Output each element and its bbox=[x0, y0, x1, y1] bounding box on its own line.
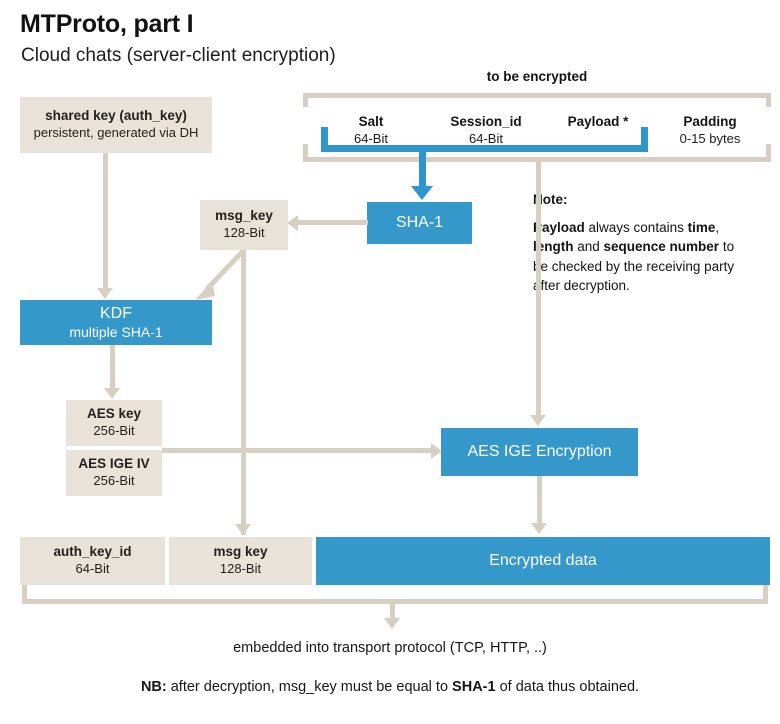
field-session-id: Session_id 64-Bit bbox=[430, 113, 542, 147]
note-text-3: and bbox=[573, 239, 604, 255]
note-payload-term: Payload bbox=[533, 219, 585, 235]
output-bracket-bottom bbox=[22, 599, 768, 604]
note-time-term: time bbox=[687, 219, 716, 235]
note-text-1: always contains bbox=[584, 219, 688, 235]
sha1-label: SHA-1 bbox=[395, 214, 444, 231]
note-length-term: length bbox=[533, 239, 574, 255]
msg-key-name: msg_key bbox=[215, 208, 273, 224]
connector-sharedkey-kdf-line bbox=[103, 153, 108, 289]
kdf-name: KDF bbox=[100, 304, 132, 322]
note-heading: Note: bbox=[533, 192, 568, 207]
page-title: MTProto, part I bbox=[20, 10, 194, 38]
bracket-left-tick-bottom bbox=[303, 144, 308, 162]
connector-msgkey-kdf-diagonal bbox=[195, 249, 245, 300]
aes-key-name: AES key bbox=[86, 406, 142, 422]
connector-aesige-encrypted-arrow bbox=[531, 523, 547, 534]
bracket-right-tick-bottom bbox=[766, 144, 771, 162]
encrypted-data-label: Encrypted data bbox=[489, 552, 597, 569]
aes-ige-encryption-box: AES IGE Encryption bbox=[441, 428, 638, 476]
connector-aeskeys-aesige-arrow bbox=[431, 443, 442, 459]
kdf-detail: multiple SHA-1 bbox=[69, 323, 163, 340]
connector-msgkey-down-line bbox=[241, 250, 246, 535]
blue-arrow-to-sha1 bbox=[411, 186, 433, 200]
msg-key-output-name: msg key bbox=[213, 544, 268, 560]
field-session-id-size: 64-Bit bbox=[469, 130, 503, 146]
note-block: Note: Payload always contains time, leng… bbox=[533, 190, 748, 296]
field-session-id-name: Session_id bbox=[450, 114, 522, 129]
field-salt-name: Salt bbox=[358, 114, 384, 129]
field-padding-name: Padding bbox=[683, 114, 737, 129]
to-be-encrypted-label: to be encrypted bbox=[486, 69, 588, 84]
bracket-top-edge bbox=[303, 93, 771, 98]
auth-key-id-name: auth_key_id bbox=[53, 544, 132, 560]
page-subtitle: Cloud chats (server-client encryption) bbox=[21, 45, 336, 66]
connector-aeskeys-aesige-line bbox=[162, 448, 434, 453]
note-seqnum-term: sequence number bbox=[603, 239, 720, 255]
blue-bracket-right-tick bbox=[641, 127, 648, 152]
connector-msgkey-down-arrow bbox=[235, 524, 251, 535]
field-payload: Payload * bbox=[546, 113, 650, 131]
nb-label: NB: bbox=[140, 679, 167, 695]
output-bracket-arrow bbox=[384, 618, 400, 629]
aes-ige-iv-box: AES IGE IV 256-Bit bbox=[66, 450, 162, 496]
connector-kdf-aeskey-line bbox=[110, 345, 115, 389]
bracket-bottom-edge bbox=[303, 157, 771, 162]
field-padding: Padding 0-15 bytes bbox=[655, 113, 765, 147]
auth-key-id-box: auth_key_id 64-Bit bbox=[20, 537, 165, 585]
transport-caption: embedded into transport protocol (TCP, H… bbox=[233, 640, 547, 656]
aes-key-size: 256-Bit bbox=[93, 423, 135, 439]
connector-sha1-msgkey-line bbox=[298, 220, 368, 225]
blue-bracket-left-tick bbox=[321, 127, 328, 152]
msg-key-box: msg_key 128-Bit bbox=[200, 200, 288, 250]
connector-payload-aes-line bbox=[536, 160, 541, 416]
field-salt: Salt 64-Bit bbox=[316, 113, 426, 147]
nb-text-1: after decryption, msg_key must be equal … bbox=[166, 679, 453, 695]
aes-ige-encryption-label: AES IGE Encryption bbox=[467, 443, 612, 460]
note-text-5: party after decryption. bbox=[533, 258, 735, 294]
shared-key-box: shared key (auth_key) persistent, genera… bbox=[20, 97, 212, 153]
msg-key-size: 128-Bit bbox=[223, 225, 265, 241]
blue-bracket-bottom bbox=[321, 145, 648, 152]
note-text-2: , bbox=[715, 219, 720, 235]
msg-key-output-box: msg key 128-Bit bbox=[169, 537, 312, 585]
msg-key-output-size: 128-Bit bbox=[219, 561, 262, 577]
blue-stem-to-sha1 bbox=[419, 145, 426, 189]
aes-ige-iv-name: AES IGE IV bbox=[78, 456, 150, 472]
shared-key-detail: persistent, generated via DH bbox=[33, 125, 199, 141]
nb-sha1-term: SHA-1 bbox=[452, 679, 496, 695]
nb-caption: NB: after decryption, msg_key must be eq… bbox=[0, 679, 780, 695]
output-bracket-stem bbox=[390, 599, 395, 619]
connector-payload-aes-arrow bbox=[530, 415, 546, 426]
encrypted-data-box: Encrypted data bbox=[316, 537, 770, 585]
sha1-box: SHA-1 bbox=[367, 202, 472, 244]
note-body: Payload always contains time, length and… bbox=[533, 218, 748, 296]
connector-aesige-encrypted-line bbox=[537, 476, 542, 524]
aes-key-box: AES key 256-Bit bbox=[66, 400, 162, 446]
kdf-box: KDF multiple SHA-1 bbox=[20, 300, 212, 345]
auth-key-id-size: 64-Bit bbox=[75, 561, 110, 577]
output-bracket-left-tick bbox=[22, 585, 27, 603]
connector-sharedkey-kdf-arrow bbox=[97, 288, 113, 299]
field-payload-name: Payload * bbox=[567, 114, 629, 129]
nb-text-2: of data thus obtained. bbox=[495, 679, 640, 695]
shared-key-name: shared key (auth_key) bbox=[45, 108, 187, 124]
field-padding-size: 0-15 bytes bbox=[679, 130, 741, 146]
aes-ige-iv-size: 256-Bit bbox=[93, 473, 135, 489]
connector-sha1-msgkey-arrow bbox=[287, 215, 298, 231]
output-bracket-right-tick bbox=[763, 585, 768, 603]
note-text-4: to be checked by the receiving bbox=[533, 239, 735, 274]
bracket-right-tick-top bbox=[766, 93, 771, 107]
bracket-left-tick-top bbox=[303, 93, 308, 107]
connector-kdf-aeskey-arrow bbox=[104, 388, 120, 399]
field-salt-size: 64-Bit bbox=[354, 130, 388, 146]
